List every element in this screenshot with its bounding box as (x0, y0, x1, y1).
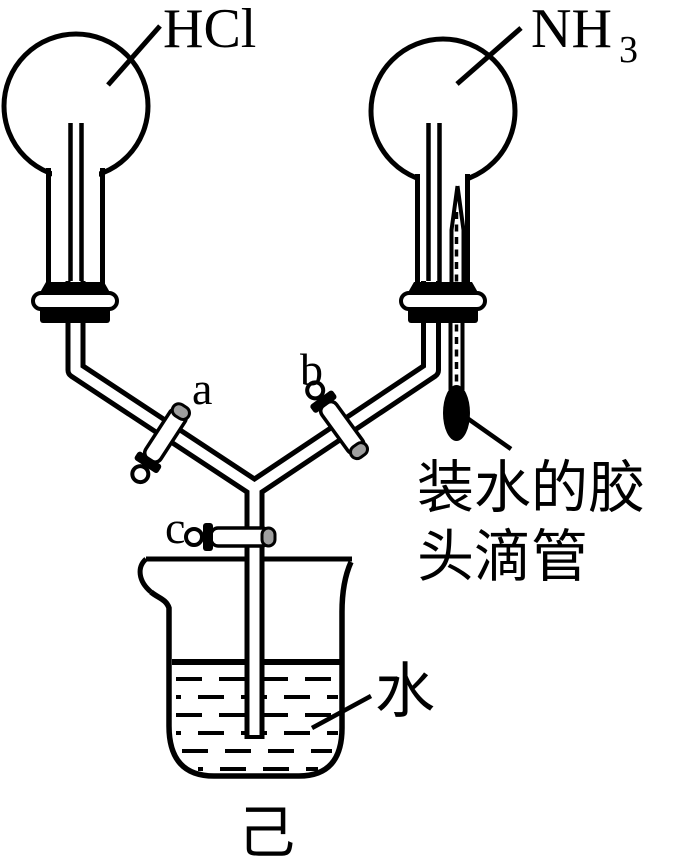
dropper-rubber-bulb (443, 385, 470, 441)
stopcock-c-collar (203, 523, 213, 551)
hcl-label: HCl (163, 0, 256, 60)
stopcock-a-knob (130, 464, 151, 485)
stopcock-a (130, 402, 191, 485)
dropper-pointer-line (465, 416, 513, 451)
stopcock-b-knob (305, 380, 326, 401)
hcl-stopper-bottom (40, 307, 110, 323)
stopcock-a-label: a (192, 363, 212, 414)
water-label: 水 (375, 658, 435, 725)
flask-hcl (1, 31, 151, 181)
stopcock-a-collar (134, 451, 162, 474)
stopcock-c-cap (260, 526, 277, 548)
flask-nh3 (368, 36, 518, 186)
figure-label: 己 (238, 801, 295, 859)
beaker-wall (149, 560, 354, 779)
stopcock-c (184, 523, 277, 551)
dropper-note-line2: 头滴管 (417, 525, 588, 589)
stopcock-c-label: c (165, 502, 185, 553)
dropper-lower (443, 320, 470, 441)
water-dropper (449, 185, 466, 385)
nh3-stopper-bottom (408, 307, 478, 323)
nh3-pointer-line (455, 26, 523, 86)
nh3-label-subscript: 3 (619, 29, 638, 71)
stopcock-b-cap (348, 441, 370, 461)
nh3-stopper-band (399, 291, 487, 311)
hcl-stopper (31, 282, 119, 323)
flask-hcl-neck-opening (52, 160, 99, 186)
water-pointer-line (310, 694, 373, 730)
hcl-pointer-line (106, 24, 162, 87)
stopcock-c-knob (184, 527, 204, 547)
hcl-stopper-band (31, 291, 119, 311)
dropper-tip-right-wall (455, 185, 466, 285)
stopcock-c-barrel (209, 526, 271, 548)
flask-necks (46, 168, 470, 285)
nh3-label: NH (531, 0, 612, 60)
stopcock-b-label: b (300, 344, 323, 395)
nh3-stopper (399, 282, 487, 323)
stopcock-b (305, 380, 370, 461)
dropper-note-line1: 装水的胶 (417, 456, 645, 520)
dropper-tip-left-wall (449, 185, 460, 285)
beaker-spout (137, 557, 153, 594)
right-arm-tube-bore (251, 281, 436, 493)
flask-nh3-bulb (368, 36, 518, 186)
flask-hcl-bulb (1, 31, 151, 181)
stopcock-b-collar (310, 390, 337, 413)
inner-tubes (68, 123, 442, 285)
stopcock-a-cap (170, 402, 191, 421)
